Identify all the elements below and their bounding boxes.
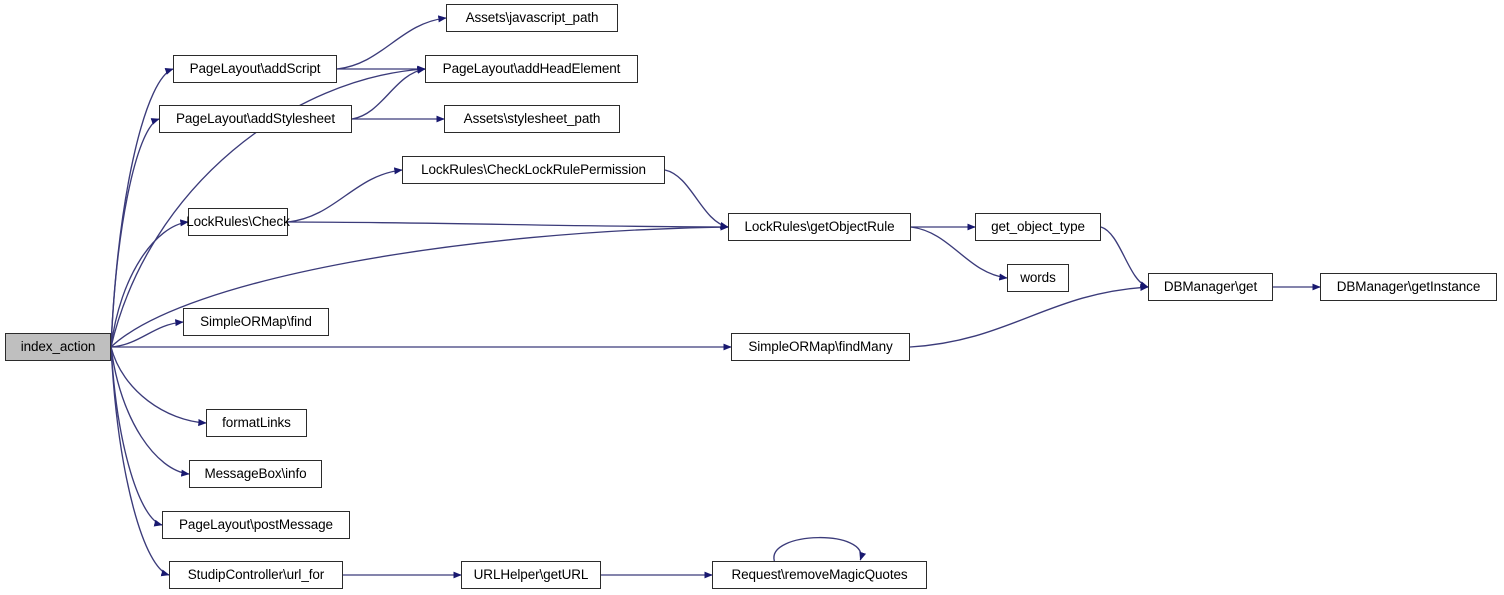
- edge-lockRulesCheck-to-checkLockRulePerm: [287, 167, 403, 223]
- edge-removeMagicQuotes-to-removeMagicQuotes: [773, 536, 867, 562]
- graph-node-addStylesheet[interactable]: PageLayout\addStylesheet: [159, 105, 352, 133]
- graph-node-simpleORMapFindMany[interactable]: SimpleORMap\findMany: [731, 333, 910, 361]
- graph-node-addScript[interactable]: PageLayout\addScript: [173, 55, 337, 83]
- graph-node-urlFor[interactable]: StudipController\url_for: [169, 561, 343, 589]
- graph-node-index_action[interactable]: index_action: [5, 333, 111, 361]
- graph-node-addHeadElement[interactable]: PageLayout\addHeadElement: [425, 55, 638, 83]
- edge-index_action-to-formatLinks: [110, 346, 207, 427]
- edge-index_action-to-urlFor: [110, 346, 170, 577]
- graph-node-messageBoxInfo[interactable]: MessageBox\info: [189, 460, 322, 488]
- edge-get_object_type-to-dbManagerGet: [1100, 226, 1149, 289]
- graph-node-words[interactable]: words: [1007, 264, 1069, 292]
- edge-paths: [110, 15, 1321, 579]
- graph-node-lockRulesCheck[interactable]: LockRules\Check: [186, 208, 290, 236]
- graph-node-stylesheet_path[interactable]: Assets\stylesheet_path: [444, 105, 620, 133]
- graph-node-get_object_type[interactable]: get_object_type: [975, 213, 1101, 241]
- graph-node-postMessage[interactable]: PageLayout\postMessage: [162, 511, 350, 539]
- graph-node-checkLockRulePerm[interactable]: LockRules\CheckLockRulePermission: [402, 156, 665, 184]
- graph-node-javascript_path[interactable]: Assets\javascript_path: [446, 4, 618, 32]
- edge-lockRulesCheck-to-getObjectRule: [287, 221, 729, 231]
- graph-node-removeMagicQuotes[interactable]: Request\removeMagicQuotes: [712, 561, 927, 589]
- edge-simpleORMapFindMany-to-dbManagerGet: [909, 283, 1149, 348]
- edge-index_action-to-postMessage: [110, 346, 163, 527]
- graph-node-dbManagerGetInst[interactable]: DBManager\getInstance: [1320, 273, 1497, 301]
- graph-node-getObjectRule[interactable]: LockRules\getObjectRule: [728, 213, 911, 241]
- graph-node-getURL[interactable]: URLHelper\getURL: [461, 561, 601, 589]
- edge-index_action-to-addStylesheet: [110, 118, 160, 348]
- edge-addStylesheet-to-addHeadElement: [351, 66, 426, 120]
- edge-index_action-to-lockRulesCheck: [110, 219, 189, 348]
- edge-index_action-to-messageBoxInfo: [110, 346, 190, 477]
- graph-node-formatLinks[interactable]: formatLinks: [206, 409, 307, 437]
- graph-node-dbManagerGet[interactable]: DBManager\get: [1148, 273, 1273, 301]
- graph-node-simpleORMapFind[interactable]: SimpleORMap\find: [183, 308, 329, 336]
- edge-index_action-to-simpleORMapFind: [110, 319, 184, 348]
- edge-checkLockRulePerm-to-getObjectRule: [664, 169, 729, 229]
